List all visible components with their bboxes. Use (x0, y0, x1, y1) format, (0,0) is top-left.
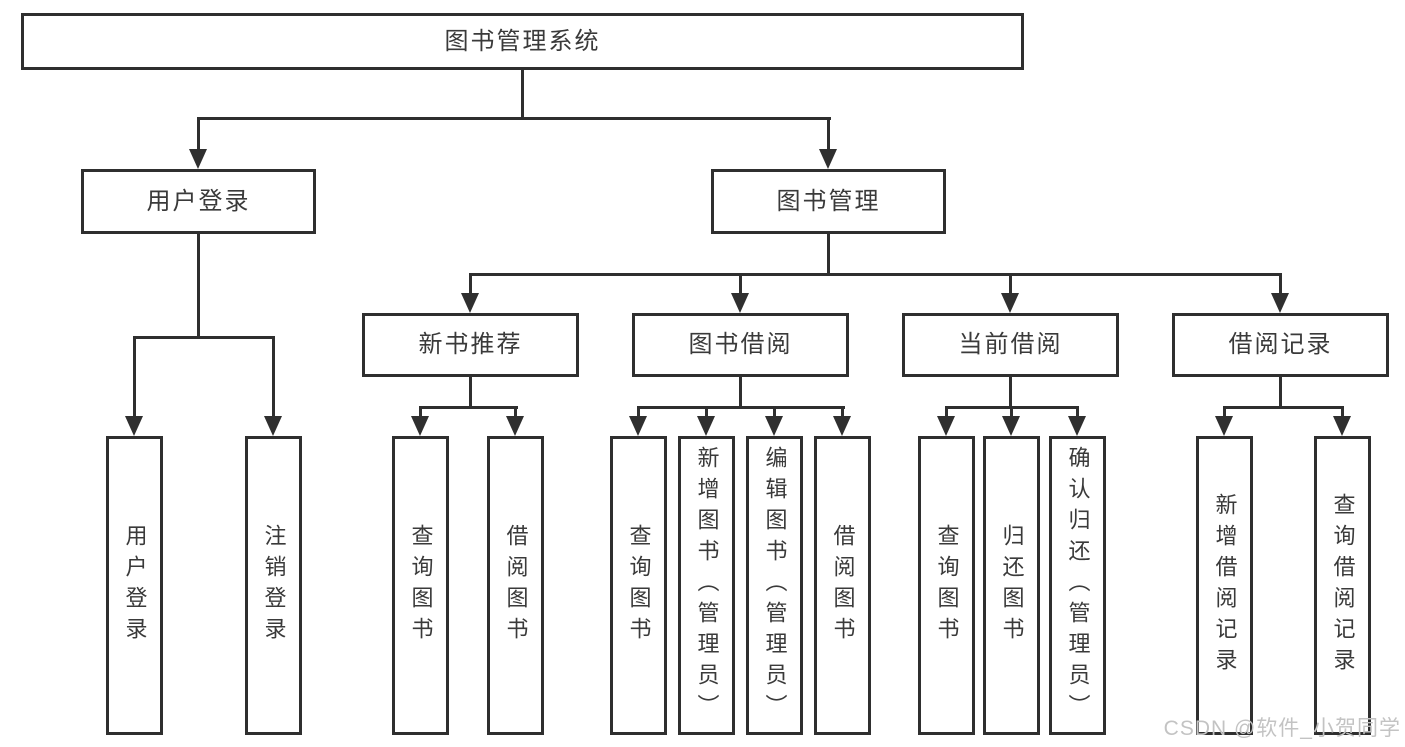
node-label: 借阅记录 (1228, 331, 1333, 358)
connector-line (272, 336, 275, 416)
connector-line (773, 406, 776, 416)
leaf-query-books-3: 查询图书 (918, 436, 975, 735)
connector-line (521, 70, 524, 117)
csdn-watermark: CSDN @软件_小贺同学 (1163, 717, 1401, 740)
node-label: 新增图书（管理员） (694, 446, 720, 725)
node-label: 借阅图书 (503, 523, 529, 648)
connector-line (469, 273, 472, 293)
connector-line (133, 336, 136, 416)
node-book-management: 图书管理 (711, 169, 946, 234)
connector-line (739, 273, 742, 293)
node-user-login: 用户登录 (81, 169, 316, 234)
arrow-down-icon (937, 416, 955, 436)
arrow-down-icon (461, 293, 479, 313)
node-label: 新书推荐 (418, 331, 523, 358)
leaf-return-books: 归还图书 (983, 436, 1040, 735)
connector-line (469, 377, 472, 409)
connector-line (705, 406, 708, 416)
arrow-down-icon (1001, 293, 1019, 313)
connector-line (1223, 406, 1226, 416)
arrow-down-icon (833, 416, 851, 436)
node-label: 查询图书 (408, 523, 434, 648)
connector-line (1223, 406, 1344, 409)
leaf-borrow-books-1: 借阅图书 (487, 436, 544, 735)
arrow-down-icon (125, 416, 143, 436)
node-library-management-system: 图书管理系统 (21, 13, 1024, 70)
leaf-add-borrow-record: 新增借阅记录 (1196, 436, 1253, 735)
arrow-down-icon (697, 416, 715, 436)
connector-line (1009, 273, 1012, 293)
node-new-book-recommend: 新书推荐 (362, 313, 579, 377)
arrow-down-icon (264, 416, 282, 436)
node-label: 当前借阅 (958, 331, 1063, 358)
connector-line (1010, 406, 1013, 416)
connector-line (637, 406, 640, 416)
arrow-down-icon (629, 416, 647, 436)
leaf-borrow-books-2: 借阅图书 (814, 436, 871, 735)
node-label: 图书管理 (776, 187, 881, 215)
connector-line (197, 117, 831, 120)
node-label: 查询图书 (626, 523, 652, 648)
leaf-edit-books-admin: 编辑图书（管理员） (746, 436, 803, 735)
node-borrow-record: 借阅记录 (1172, 313, 1389, 377)
arrow-down-icon (1002, 416, 1020, 436)
connector-line (945, 406, 948, 416)
connector-line (469, 273, 1282, 276)
node-label: 归还图书 (999, 523, 1025, 648)
node-current-borrow: 当前借阅 (902, 313, 1119, 377)
arrow-down-icon (411, 416, 429, 436)
node-label: 用户登录 (146, 187, 251, 215)
connector-line (1279, 377, 1282, 409)
arrow-down-icon (1068, 416, 1086, 436)
leaf-user-login: 用户登录 (106, 436, 163, 735)
connector-line (133, 336, 275, 339)
connector-line (1009, 377, 1012, 409)
node-label: 注销登录 (261, 523, 287, 648)
arrow-down-icon (1333, 416, 1351, 436)
node-label: 新增借阅记录 (1212, 492, 1238, 679)
connector-line (197, 234, 200, 339)
connector-line (1279, 273, 1282, 293)
leaf-logout: 注销登录 (245, 436, 302, 735)
connector-line (1076, 406, 1079, 416)
connector-line (1341, 406, 1344, 416)
arrow-down-icon (1271, 293, 1289, 313)
arrow-down-icon (819, 149, 837, 169)
node-label: 查询借阅记录 (1330, 492, 1356, 679)
arrow-down-icon (189, 149, 207, 169)
node-label: 图书借阅 (688, 331, 793, 358)
leaf-query-borrow-record: 查询借阅记录 (1314, 436, 1371, 735)
arrow-down-icon (765, 416, 783, 436)
arrow-down-icon (1215, 416, 1233, 436)
node-label: 编辑图书（管理员） (762, 446, 788, 725)
node-label: 图书管理系统 (444, 27, 601, 55)
node-label: 借阅图书 (830, 523, 856, 648)
connector-line (197, 117, 200, 149)
node-book-borrow: 图书借阅 (632, 313, 849, 377)
connector-line (739, 377, 742, 409)
arrow-down-icon (731, 293, 749, 313)
leaf-query-books-2: 查询图书 (610, 436, 667, 735)
connector-line (514, 406, 517, 416)
node-label: 确认归还（管理员） (1065, 446, 1091, 725)
node-label: 查询图书 (934, 523, 960, 648)
connector-line (419, 406, 518, 409)
leaf-confirm-return-admin: 确认归还（管理员） (1049, 436, 1106, 735)
connector-line (827, 117, 830, 149)
connector-line (827, 234, 830, 276)
leaf-query-books-1: 查询图书 (392, 436, 449, 735)
connector-line (419, 406, 422, 416)
arrow-down-icon (506, 416, 524, 436)
connector-line (637, 406, 845, 409)
node-label: 用户登录 (122, 523, 148, 648)
connector-line (841, 406, 844, 416)
leaf-add-books-admin: 新增图书（管理员） (678, 436, 735, 735)
